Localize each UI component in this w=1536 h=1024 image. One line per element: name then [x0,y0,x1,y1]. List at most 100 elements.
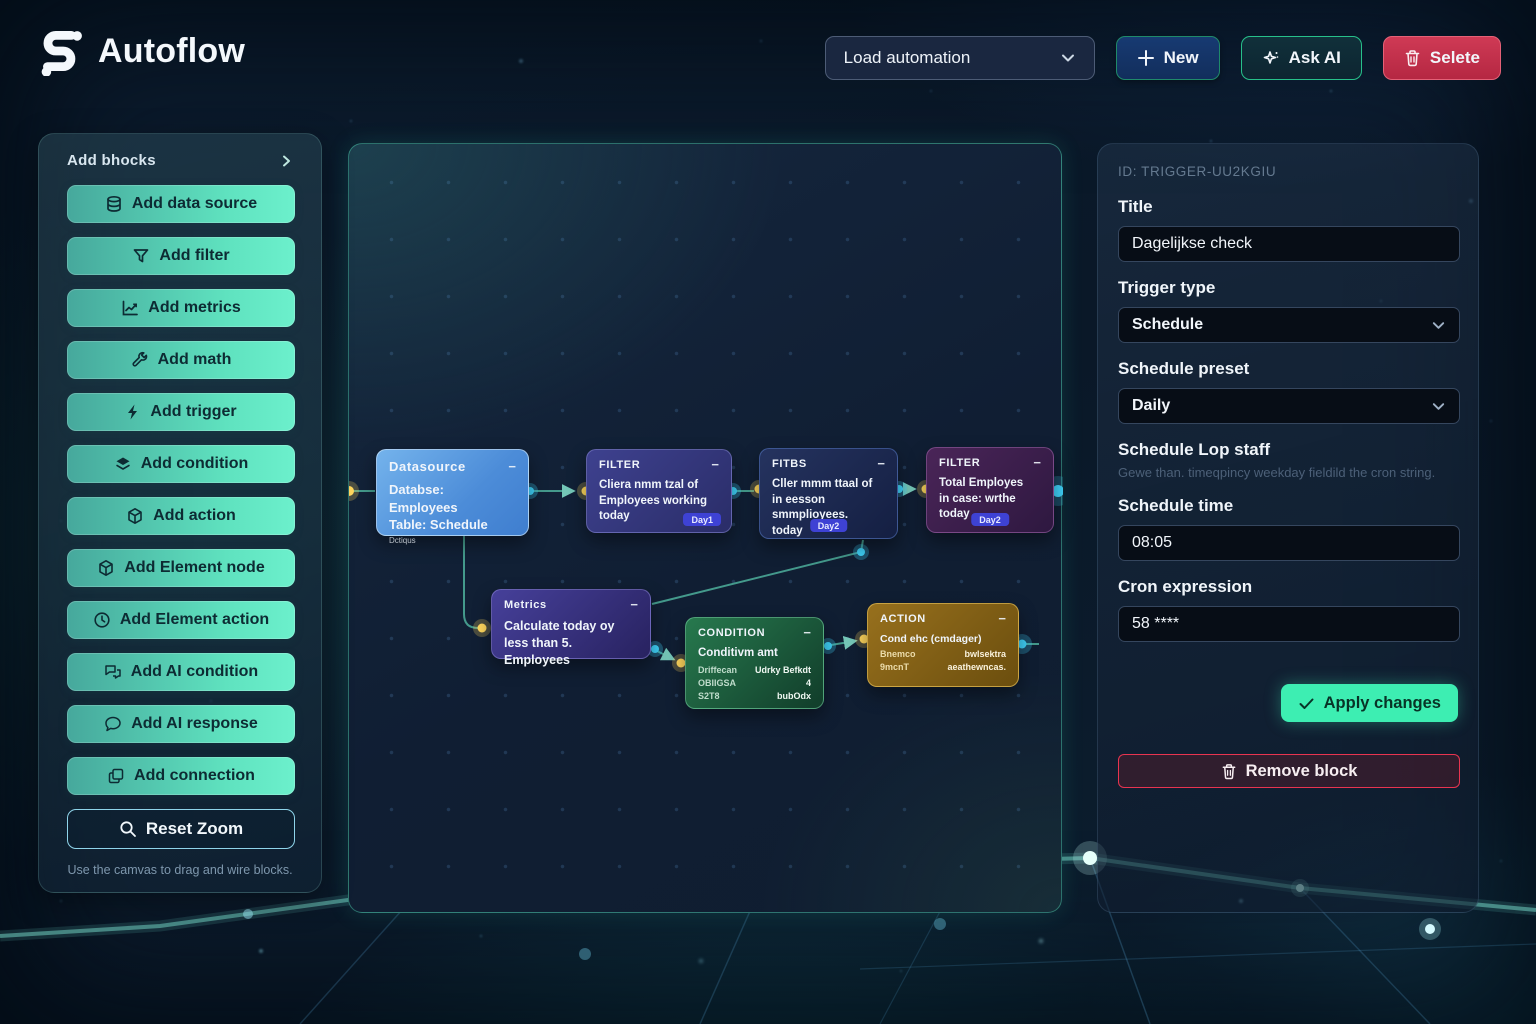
sidebar-title: Add bhocks [67,152,156,169]
collapse-node-button[interactable]: − [711,457,719,472]
workflow-canvas[interactable]: Datasource − Databse: Employees Table: S… [348,143,1063,913]
load-automation-select[interactable]: Load automation [824,36,1095,80]
copy-icon [107,767,125,785]
node-text: in eesson smmplioyees. [772,493,849,522]
node-filter-2[interactable]: FITBS − Cller mmm ttaal of in eesson smm… [759,448,898,539]
node-metrics[interactable]: Metrics − Calculate today oy less than 5… [491,589,651,667]
new-button[interactable]: New [1115,36,1220,80]
add-filter-button[interactable]: Add filter [67,237,295,275]
add-action-label: Add action [153,507,236,524]
node-badge: Day1 [683,513,721,526]
schedule-staff-help: Gewe than. timeqpincy weekday fieldild t… [1118,465,1436,480]
schedule-staff-label: Schedule Lop staff [1118,440,1271,459]
node-text: Cller mmm ttaal of [772,478,873,490]
schedule-preset-value: Daily [1132,397,1171,414]
collapse-node-button[interactable]: − [1033,455,1041,470]
add-data-source-label: Add data source [131,195,258,212]
add-data-source-button[interactable]: Add data source [67,185,295,223]
add-action-button[interactable]: Add action [67,497,295,535]
lightning-icon [125,403,141,421]
add-element-action-button[interactable]: Add Element action [67,601,295,639]
collapse-node-button[interactable]: − [998,611,1006,626]
add-metrics-button[interactable]: Add metrics [67,289,295,327]
collapse-node-button[interactable]: − [630,597,638,612]
collapse-node-button[interactable]: − [508,458,516,474]
node-title: Datasource [389,459,466,474]
ask-ai-label: Ask AI [1288,48,1341,67]
remove-block-button[interactable]: Remove block [1118,754,1460,788]
autoflow-logo-icon [38,26,84,76]
node-datasource[interactable]: Datasource − Databse: Employees Table: S… [376,449,529,545]
load-automation-label: Load automation [843,48,971,67]
add-trigger-button[interactable]: Add trigger [67,393,295,431]
block-id: ID: TRIGGER-UU2KGIU [1118,164,1277,179]
node-text: today [772,524,803,537]
funnel-icon [132,247,150,265]
reset-zoom-button[interactable]: Reset Zoom [67,809,295,849]
action-value: bwlsektra [964,649,1006,660]
title-input[interactable] [1118,226,1460,262]
add-trigger-label: Add trigger [150,403,237,420]
trigger-type-select[interactable]: Schedule [1118,307,1460,343]
node-text: Dctiqus [389,535,416,545]
node-title: CONDITION [698,627,766,639]
add-connection-label: Add connection [134,767,255,784]
add-ai-response-button[interactable]: Add AI response [67,705,295,743]
chat-icon [104,715,122,733]
schedule-time-input[interactable] [1118,525,1460,561]
add-condition-button[interactable]: Add condition [67,445,295,483]
add-math-button[interactable]: Add math [67,341,295,379]
chart-icon [121,299,139,317]
condition-key: OBIIGSA [698,677,737,688]
collapse-node-button[interactable]: − [803,625,811,640]
add-math-label: Add math [157,351,232,368]
add-element-node-button[interactable]: Add Element node [67,549,295,587]
node-text: Conditivm amt [698,647,778,659]
add-ai-response-label: Add AI response [131,715,258,732]
chevron-down-icon [1431,318,1446,333]
schedule-time-label: Schedule time [1118,496,1234,515]
chat-duo-icon [104,663,122,681]
collapse-node-button[interactable]: − [877,456,885,471]
node-filter-1[interactable]: FILTER − Cliera nmm tzal of Employees wo… [586,449,732,533]
clock-icon [93,611,111,629]
plus-icon [1137,49,1155,67]
condition-key: Driffecan [698,664,738,675]
node-filter-3[interactable]: FILTER − Total Employes in case: wrthe t… [926,447,1054,533]
header-controls: Load automation New Ask AI [824,36,1501,80]
collapse-sidebar-icon[interactable] [279,154,293,168]
brand: Autoflow [38,26,245,76]
delete-button[interactable]: Selete [1382,36,1501,80]
cron-expression-input[interactable] [1118,606,1460,642]
node-title: FITBS [772,458,807,470]
remove-block-label: Remove block [1245,761,1358,780]
ask-ai-button[interactable]: Ask AI [1240,36,1362,80]
node-text: Cliera nmm tzal of [599,479,699,491]
trash-icon [1221,763,1237,780]
node-text: Table: Schedule [389,517,488,533]
node-title: ACTION [880,613,926,625]
add-element-action-label: Add Element action [119,611,270,628]
apply-changes-label: Apply changes [1323,693,1441,712]
magnifier-icon [119,820,137,838]
sidebar-hint: Use the camvas to drag and wire blocks. [67,863,293,877]
node-text: Employees working today [599,494,708,523]
schedule-preset-select[interactable]: Daily [1118,388,1460,424]
reset-zoom-label: Reset Zoom [145,819,244,838]
top-bar: Autoflow Load automation New [0,0,1536,118]
node-text: Calculate today oy [504,619,615,633]
node-title: FILTER [939,457,981,469]
new-button-label: New [1163,48,1199,67]
blocks-sidebar: Add bhocks Add data source Add filter Ad… [38,133,322,893]
add-connection-button[interactable]: Add connection [67,757,295,795]
add-ai-condition-button[interactable]: Add AI condition [67,653,295,691]
sparkle-icon [1262,49,1280,67]
action-key: Bnemco [880,649,916,660]
add-ai-condition-label: Add AI condition [130,663,259,680]
node-title: FILTER [599,459,641,471]
apply-changes-button[interactable]: Apply changes [1280,684,1458,722]
node-text: in case: wrthe today [939,492,1016,521]
condition-value: bubOdx [777,690,811,701]
